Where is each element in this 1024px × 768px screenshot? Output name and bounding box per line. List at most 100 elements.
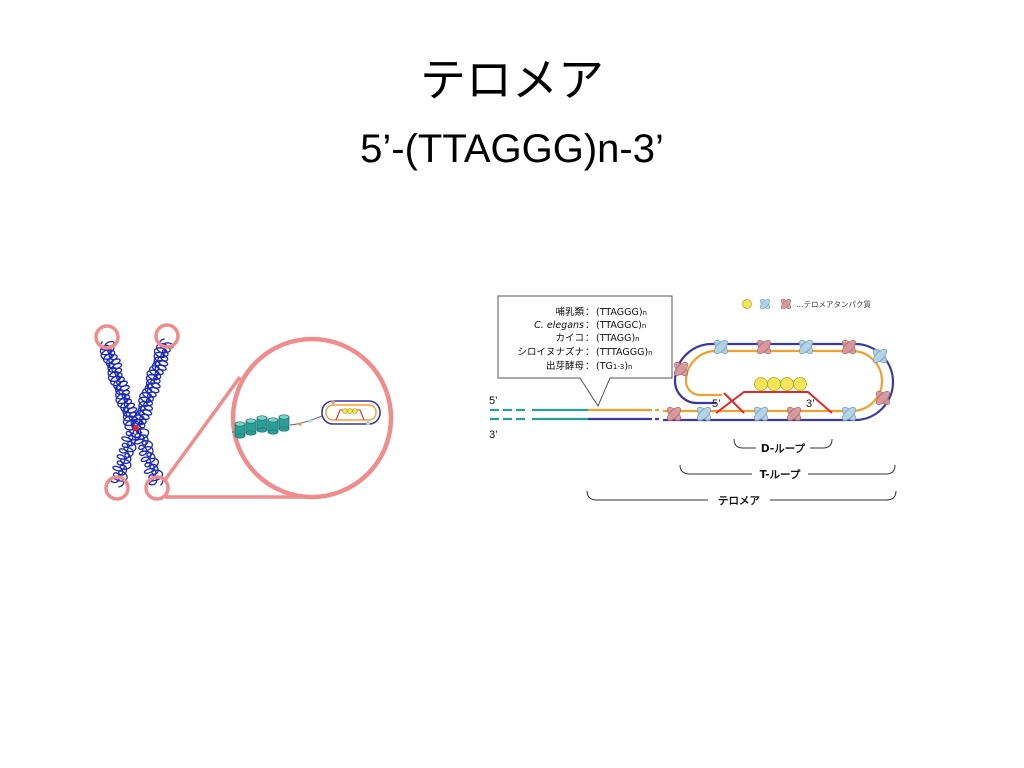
sequence-suffix: n xyxy=(643,309,647,317)
species-colon: ： xyxy=(585,307,595,318)
nucleosome xyxy=(278,414,290,432)
sequence-suffix: n xyxy=(642,322,646,330)
yellow-circle-icon xyxy=(742,299,752,309)
blue-x-protein-icon xyxy=(696,406,712,422)
repeat-sequence: (TTAGGC)n xyxy=(596,320,646,331)
species-sequence-box: 哺乳類 ： (TTAGGG)n C. elegans ： (TTAGGC)n カ… xyxy=(497,295,673,408)
telomere-label: テロメア xyxy=(718,495,760,507)
strand-label-5-prime: 5’ xyxy=(489,395,498,407)
nucleosome xyxy=(234,421,246,439)
species-row: カイコ ： (TTAGG)n xyxy=(555,333,639,344)
pink-x-protein-icon xyxy=(841,339,857,355)
sequence-suffix: n xyxy=(628,363,632,371)
species-row: シロイヌナズナ ： (TTTAGGG)n xyxy=(517,346,652,358)
d-loop-protein xyxy=(780,377,794,391)
d-loop-label: D-ループ xyxy=(761,442,806,455)
sequence: (TTAGGC) xyxy=(596,320,642,331)
mini-t-loop xyxy=(321,400,381,425)
slide-subtitle: 5’-(TTAGGG)n-3’ xyxy=(360,127,664,171)
legend: …テロメアタンパク質 xyxy=(742,298,871,310)
telomere-highlight-top-right xyxy=(154,323,180,349)
telomere-bracket: テロメア xyxy=(586,490,897,507)
bracket-line xyxy=(679,464,896,475)
t-loop xyxy=(663,339,895,422)
pink-x-protein-icon xyxy=(673,361,689,377)
sequence-suffix: n xyxy=(648,349,652,357)
species-row: 出芽酵母 ： (TG1-3)n xyxy=(546,360,632,372)
blue-x-protein-icon xyxy=(713,339,729,355)
zoom-line-upper xyxy=(163,375,242,482)
blue-x-protein-icon xyxy=(798,339,814,355)
sequence: (TTTAGGG) xyxy=(596,347,648,358)
sequence-close: ) xyxy=(624,361,628,372)
t-loop-label: T-ループ xyxy=(760,468,801,481)
shelterin-proteins xyxy=(666,339,891,422)
blue-x-protein-icon xyxy=(872,348,888,364)
legend-label: …テロメアタンパク質 xyxy=(796,299,871,309)
t-loop-diagram: 哺乳類 ： (TTAGGG)n C. elegans ： (TTAGGC)n カ… xyxy=(489,295,897,507)
mini-loop-inner-strand xyxy=(325,404,377,421)
nucleosome xyxy=(245,418,257,436)
bracket-line xyxy=(733,438,833,449)
callout-box xyxy=(497,295,673,408)
telomere-highlight-bottom-left xyxy=(104,475,130,501)
sequence: (TTAGG) xyxy=(596,333,635,344)
mini-loop-protein xyxy=(331,400,335,404)
pink-x-protein-icon xyxy=(756,339,772,355)
zoom-circle xyxy=(230,336,394,500)
invading-3-overhang xyxy=(715,391,833,414)
repeat-sequence: (TTAGGG)n xyxy=(596,307,647,318)
repeat-sequence: (TTTAGGG)n xyxy=(596,347,653,358)
species-colon: ： xyxy=(585,333,595,344)
mini-loop-protein xyxy=(342,408,348,414)
species-name: カイコ xyxy=(555,333,584,344)
strand-label-3-prime: 3’ xyxy=(489,429,498,441)
mini-loop-protein xyxy=(352,408,358,414)
pink-x-protein-icon xyxy=(666,406,682,422)
linker-dna xyxy=(289,415,323,426)
pink-x-protein-icon xyxy=(780,298,792,310)
mini-loop-protein xyxy=(347,408,353,414)
d-loop-protein xyxy=(767,377,781,391)
linker-bead xyxy=(308,419,312,423)
mini-loop-outer-strand xyxy=(321,400,381,425)
species-colon: ： xyxy=(585,320,595,331)
species-colon: ： xyxy=(585,361,595,372)
slide-title: テロメア xyxy=(420,53,604,107)
telomere-highlight-top-left xyxy=(94,324,120,350)
chromatid-coil xyxy=(104,340,140,432)
d-loop-protein xyxy=(793,377,807,391)
bracket-line xyxy=(586,490,897,501)
blue-x-protein-icon xyxy=(759,298,771,310)
sequence-suffix: n xyxy=(635,335,639,343)
species-name: シロイヌナズナ xyxy=(517,346,584,358)
t-loop-bracket: T-ループ xyxy=(679,464,896,481)
loop-label-3-prime: 3’ xyxy=(806,398,815,410)
repeat-sequence: (TTAGG)n xyxy=(596,333,640,344)
sequence: (TG xyxy=(596,361,613,372)
chromatid-coil xyxy=(109,425,135,484)
chromatid-coil xyxy=(135,342,174,433)
pink-x-protein-icon xyxy=(786,406,802,422)
nucleosome xyxy=(256,415,268,433)
invading-strand-cross xyxy=(723,392,745,414)
species-colon: ： xyxy=(585,347,595,358)
chromosome xyxy=(99,338,174,488)
species-row: 哺乳類 ： (TTAGGG)n xyxy=(555,306,646,318)
nucleosome xyxy=(267,417,279,435)
species-name: 哺乳類 xyxy=(555,306,584,318)
telomere-highlight-bottom-right xyxy=(144,475,170,501)
sequence-subscript: 1-3 xyxy=(613,363,624,371)
sequence: (TTAGGG) xyxy=(596,307,643,318)
mini-loop-protein xyxy=(366,421,370,425)
d-loop-protein xyxy=(754,377,768,391)
blue-x-protein-icon xyxy=(841,406,857,422)
repeat-sequence: (TG1-3)n xyxy=(596,361,632,372)
d-loop-bracket: D-ループ xyxy=(733,438,833,455)
pink-x-protein-icon xyxy=(875,390,891,406)
centromere xyxy=(133,425,139,431)
loop-label-5-prime: 5’ xyxy=(712,398,721,410)
species-name: C. elegans xyxy=(534,320,584,331)
blue-x-protein-icon xyxy=(753,406,769,422)
